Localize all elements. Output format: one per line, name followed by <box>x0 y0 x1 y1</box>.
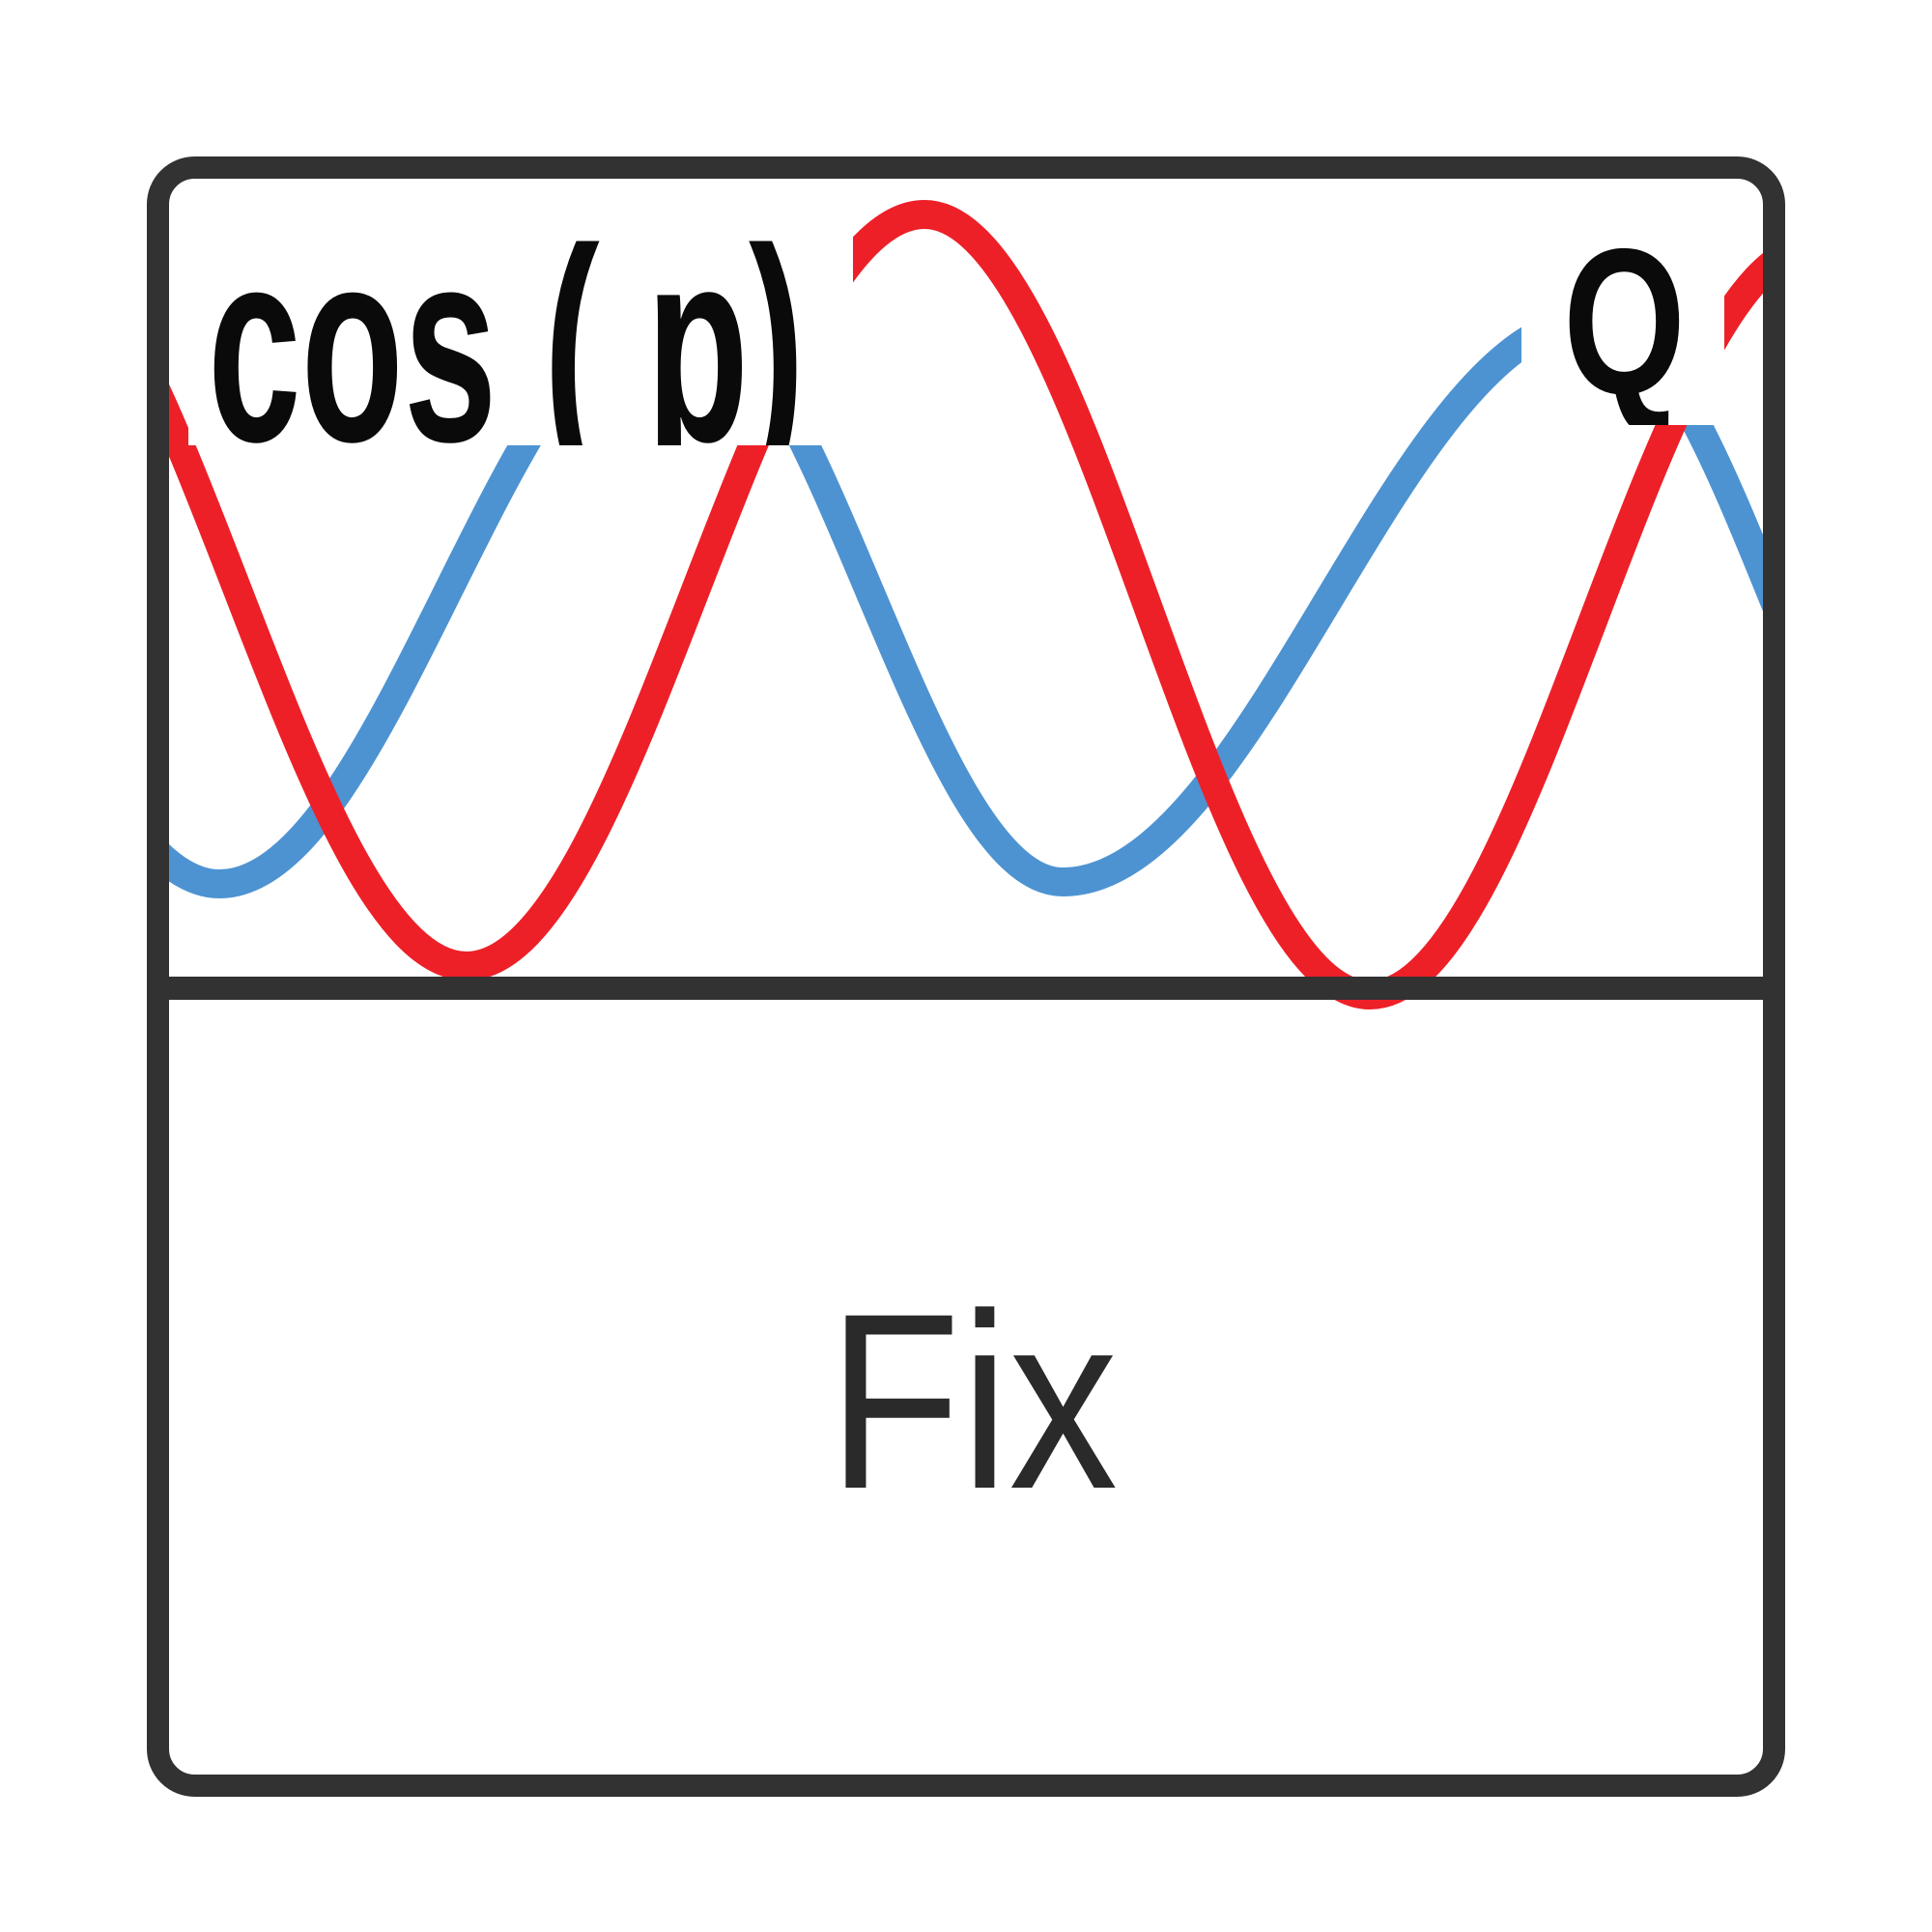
fix-label: Fix <box>828 1262 1118 1541</box>
cos-label: cos ( p) <box>208 192 805 500</box>
q-label: Q <box>1563 205 1686 438</box>
q-label-box <box>1521 179 1724 425</box>
divider <box>169 977 1763 1000</box>
cos-label-group: cos ( p) <box>188 179 853 500</box>
cos-label-box <box>188 179 853 445</box>
q-label-group: Q <box>1521 179 1724 438</box>
red-wave <box>169 199 1763 1010</box>
card-border <box>147 156 1785 1797</box>
